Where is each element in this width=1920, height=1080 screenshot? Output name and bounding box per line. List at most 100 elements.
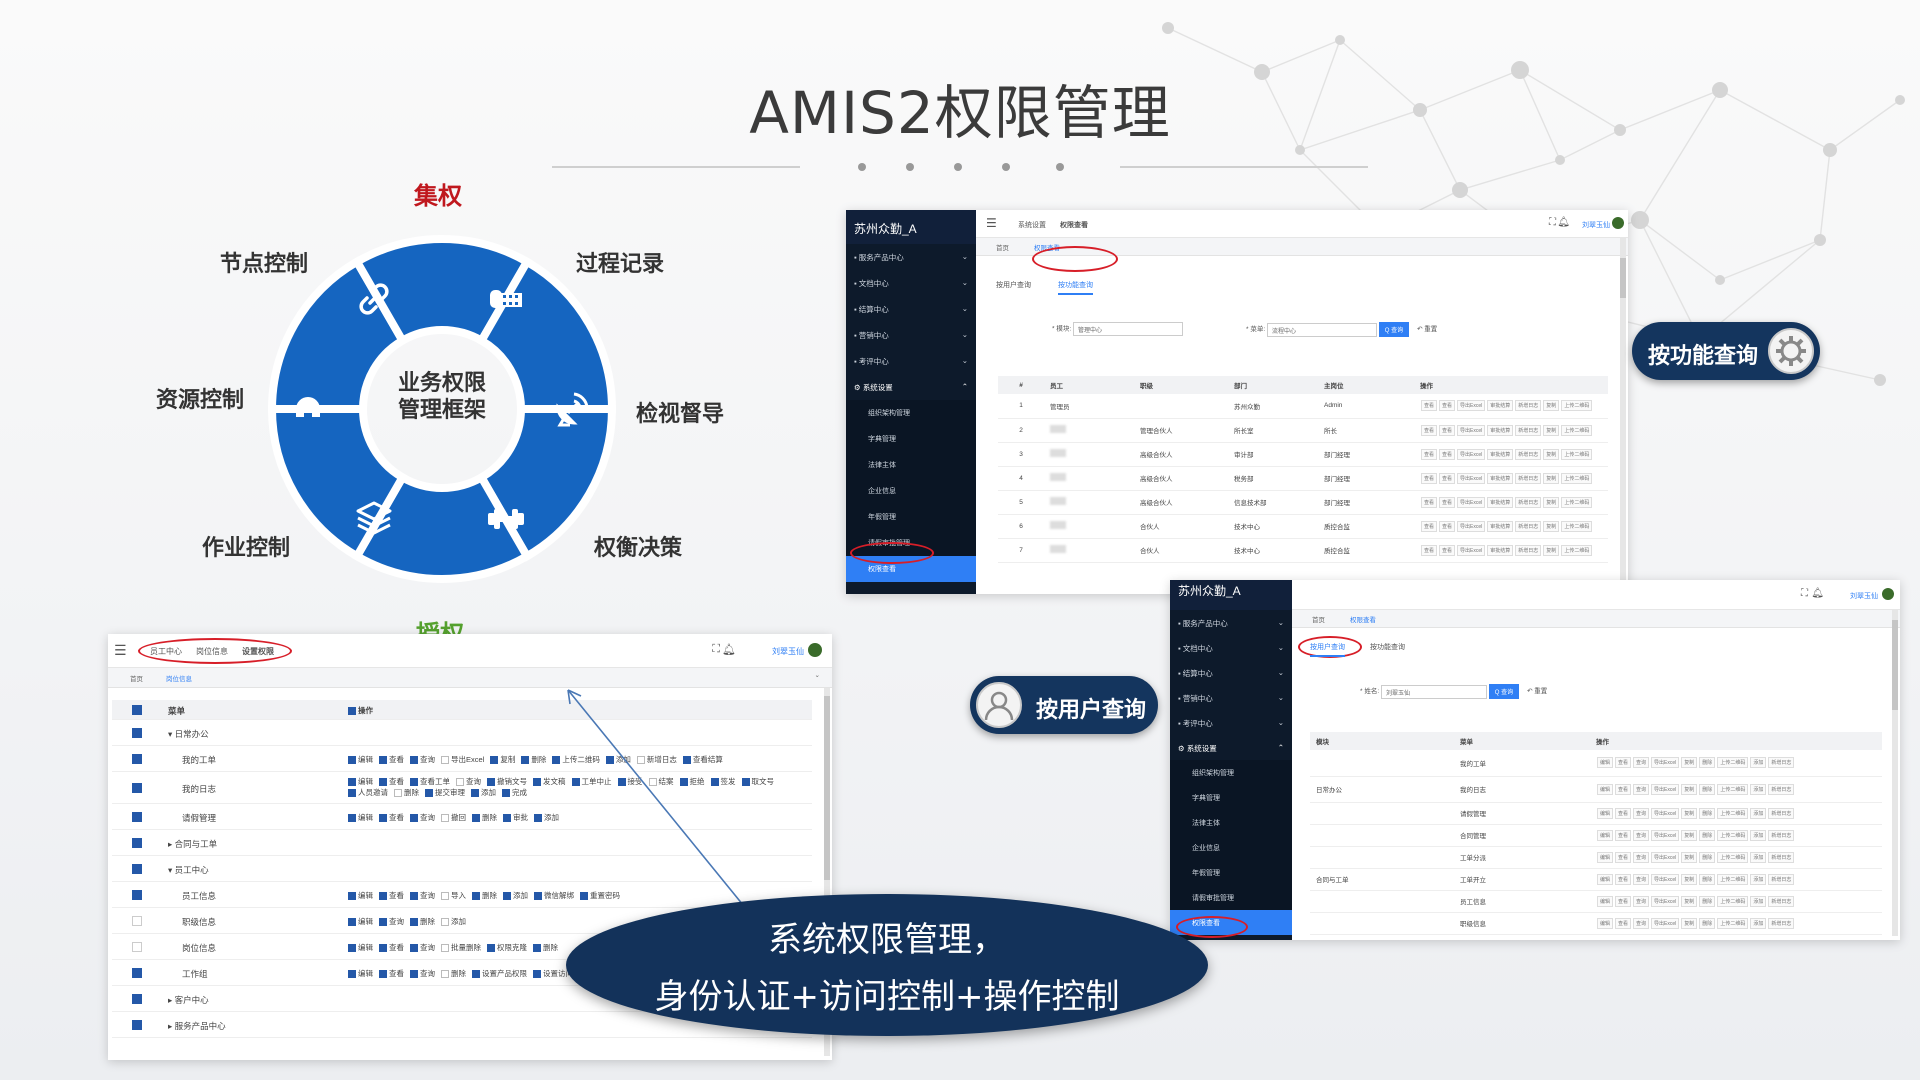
option-checkbox[interactable] (534, 892, 542, 901)
submenu-item[interactable]: 字典管理 (846, 426, 976, 452)
permission-option[interactable]: 新增日志 (636, 755, 677, 765)
submenu-item[interactable]: 法律主体 (1170, 810, 1292, 835)
menu-name[interactable]: 员工信息 (182, 891, 217, 901)
option-checkbox[interactable] (521, 756, 530, 765)
option-checkbox[interactable] (503, 892, 511, 901)
user-name[interactable]: 刘翠玉仙 (772, 647, 804, 656)
avatar[interactable] (1882, 588, 1894, 600)
permission-option[interactable]: 撤回 (441, 813, 466, 823)
bell-icon[interactable]: 🔔︎ (722, 644, 736, 656)
row-checkbox[interactable] (132, 783, 142, 793)
permission-option[interactable]: 拒绝 (679, 777, 705, 787)
option-checkbox[interactable] (348, 814, 356, 823)
avatar[interactable] (1612, 217, 1624, 229)
permission-option[interactable]: 添加 (441, 917, 466, 927)
option-checkbox[interactable] (410, 814, 418, 823)
option-checkbox[interactable] (552, 756, 561, 765)
permission-option[interactable]: 删除 (521, 755, 546, 765)
tab-permission-view[interactable]: 权限查看 (1350, 617, 1376, 624)
user-name[interactable]: 刘翠玉仙 (1850, 593, 1878, 600)
option-checkbox[interactable] (534, 814, 542, 823)
scrollbar[interactable] (1620, 238, 1626, 588)
option-checkbox[interactable] (441, 944, 449, 953)
row-checkbox[interactable] (132, 838, 142, 848)
sidebar-item[interactable]: ▪ 结算中心⌄ (854, 304, 968, 314)
option-checkbox[interactable] (502, 789, 510, 798)
option-checkbox[interactable] (379, 970, 387, 979)
tab-position-info[interactable]: 岗位信息 (166, 676, 192, 683)
chevron-down-icon[interactable]: ⌄ (814, 672, 820, 679)
row-checkbox[interactable] (132, 890, 142, 900)
menu-name[interactable]: 我的工单 (182, 755, 217, 765)
permission-option[interactable]: 编辑 (348, 969, 373, 979)
permission-option[interactable]: 查询 (456, 777, 481, 787)
submenu-item[interactable]: 企业信息 (1170, 835, 1292, 860)
row-checkbox[interactable] (132, 728, 142, 738)
row-checkbox[interactable] (132, 864, 142, 874)
permission-option[interactable]: 查看 (379, 777, 404, 787)
option-checkbox[interactable] (425, 789, 433, 798)
submenu-item[interactable]: 组织架构管理 (1170, 760, 1292, 785)
option-checkbox[interactable] (472, 892, 480, 901)
option-checkbox[interactable] (636, 756, 645, 765)
permission-option[interactable]: 批量删除 (441, 943, 481, 953)
option-checkbox[interactable] (471, 789, 479, 798)
permission-option[interactable]: 微信解绑 (534, 891, 574, 901)
option-checkbox[interactable] (379, 778, 387, 787)
permission-option[interactable]: 编辑 (348, 777, 373, 787)
tab-query-by-user[interactable]: 按用户查询 (1310, 642, 1345, 657)
option-checkbox[interactable] (441, 970, 449, 979)
option-checkbox[interactable] (710, 778, 719, 787)
option-checkbox[interactable] (487, 778, 495, 787)
search-button[interactable]: Q 查询 (1488, 684, 1520, 699)
row-checkbox[interactable] (132, 968, 142, 978)
name-select[interactable]: 刘翠玉仙 (1380, 684, 1487, 699)
option-checkbox[interactable] (648, 778, 657, 787)
user-name[interactable]: 刘翠玉仙 (1582, 222, 1610, 229)
sidebar-item[interactable]: ▪ 营销中心⌄ (854, 330, 968, 340)
option-checkbox[interactable] (617, 778, 626, 787)
fullscreen-icon[interactable]: ⛶ (1801, 588, 1808, 599)
option-checkbox[interactable] (472, 970, 480, 979)
sidebar-item[interactable]: ▪ 服务产品中心⌄ (1178, 618, 1284, 628)
option-checkbox[interactable] (472, 814, 480, 823)
permission-option[interactable]: 添加 (605, 755, 631, 765)
menu-icon[interactable]: ☰ (986, 216, 997, 230)
option-checkbox[interactable] (348, 778, 356, 787)
option-checkbox[interactable] (580, 892, 588, 901)
search-button[interactable]: Q 查询 (1378, 322, 1410, 337)
permission-option[interactable]: 编辑 (348, 755, 373, 765)
menu-name[interactable]: ▸ 服务产品中心 (168, 1021, 226, 1031)
permission-option[interactable]: 编辑 (348, 917, 373, 927)
option-checkbox[interactable] (348, 944, 356, 953)
permission-option[interactable]: 查看 (379, 755, 404, 765)
permission-option[interactable]: 查询 (410, 969, 435, 979)
permission-option[interactable]: 权限克隆 (487, 943, 527, 953)
permission-option[interactable]: 发文稿 (533, 777, 566, 787)
permission-options[interactable]: 编辑查看查询批量删除权限克隆删除 (348, 942, 806, 953)
permission-option[interactable]: 接受 (617, 777, 643, 787)
option-checkbox[interactable] (379, 892, 387, 901)
permission-option[interactable]: 操作 (348, 706, 373, 716)
tab-query-by-function[interactable]: 按功能查询 (1058, 280, 1093, 295)
menu-name[interactable]: ▸ 合同与工单 (168, 839, 218, 849)
tab-query-by-user[interactable]: 按用户查询 (996, 282, 1031, 289)
sidebar-item[interactable]: ▪ 文档中心⌄ (854, 278, 968, 288)
permission-options[interactable]: 编辑查看查询导入删除添加微信解绑重置密码 (348, 890, 806, 901)
option-checkbox[interactable] (441, 814, 449, 823)
permission-option[interactable]: 设置产品权限 (472, 969, 527, 979)
permission-option[interactable]: 复制 (490, 755, 515, 765)
option-checkbox[interactable] (410, 778, 418, 787)
menu-name[interactable]: ▸ 客户中心 (168, 995, 209, 1005)
option-checkbox[interactable] (410, 756, 418, 765)
option-checkbox[interactable] (605, 756, 614, 765)
permission-options[interactable]: 编辑查询删除添加 (348, 916, 806, 927)
menu-name[interactable]: ▾ 日常办公 (168, 729, 209, 739)
option-checkbox[interactable] (379, 944, 387, 953)
permission-option[interactable]: 查询 (410, 813, 435, 823)
avatar[interactable] (808, 643, 822, 657)
menu-name[interactable]: 我的日志 (182, 784, 217, 794)
tab-query-by-function[interactable]: 按功能查询 (1370, 644, 1405, 651)
option-checkbox[interactable] (441, 756, 449, 765)
